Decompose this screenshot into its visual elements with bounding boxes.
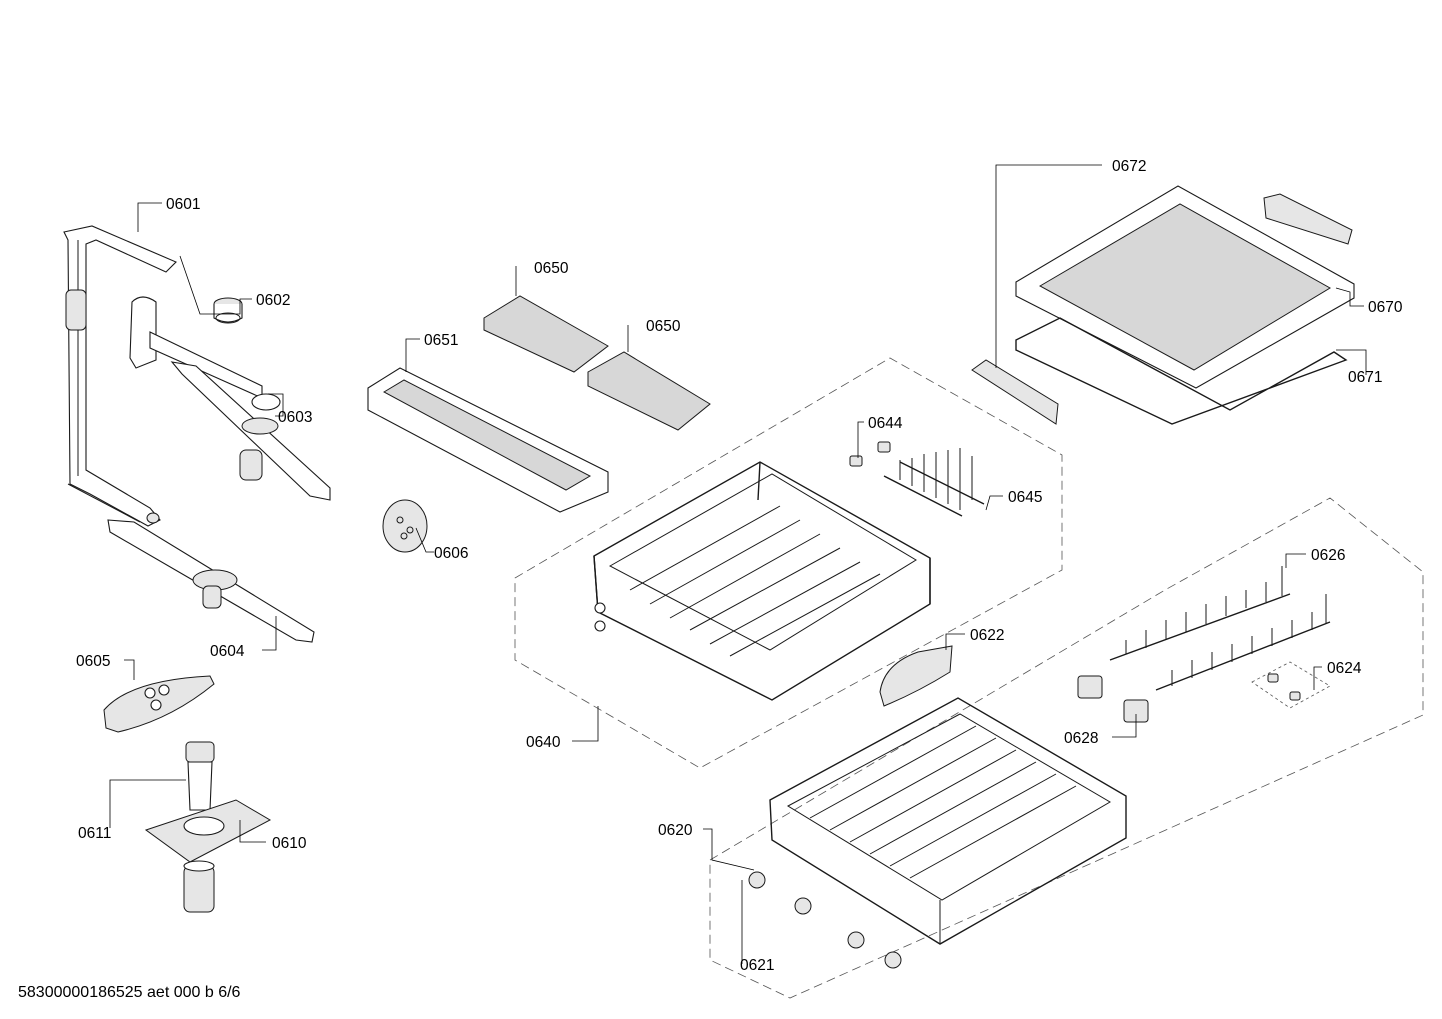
callout-0670: 0670 — [1368, 299, 1403, 316]
drawer-side-rails-part — [971, 193, 1353, 425]
lower-basket-group-outline — [709, 497, 1424, 999]
callout-0621: 0621 — [740, 957, 774, 974]
callout-0604: 0604 — [210, 643, 245, 660]
upper-spray-arm-part — [129, 296, 331, 501]
handle-part — [879, 645, 953, 707]
leader-lines — [109, 164, 1367, 964]
callout-0644: 0644 — [868, 415, 903, 432]
callout-labels: 0601 0602 0603 0604 0605 0606 0610 0611 … — [76, 158, 1403, 974]
spray-arm-nut-part — [213, 297, 243, 324]
upper-basket-group-outline — [514, 357, 1063, 769]
callout-0645: 0645 — [1008, 489, 1042, 506]
callout-0651: 0651 — [424, 332, 458, 349]
lower-spray-arm-part — [107, 519, 315, 643]
upper-basket-part — [593, 461, 931, 701]
callout-0622: 0622 — [970, 627, 1004, 644]
callout-0671: 0671 — [1348, 369, 1382, 386]
callout-0606: 0606 — [434, 545, 468, 562]
callout-0640: 0640 — [526, 734, 561, 751]
lower-basket-part — [769, 697, 1127, 945]
callout-0624: 0624 — [1327, 660, 1362, 677]
micro-filter-part — [103, 675, 215, 733]
plate-spikes-part — [1109, 566, 1331, 691]
callout-0650-b: 0650 — [646, 318, 681, 335]
callout-0602: 0602 — [256, 292, 290, 309]
callout-0601: 0601 — [166, 196, 200, 213]
drawing-number-footer: 58300000186525 aet 000 b 6/6 — [18, 984, 241, 1001]
callout-0672: 0672 — [1112, 158, 1146, 175]
callout-0620: 0620 — [658, 822, 693, 839]
clip-0644-part — [849, 441, 891, 467]
small-parts-0624 — [1251, 661, 1331, 709]
fold-down-spikes-part — [883, 448, 985, 517]
callout-0626: 0626 — [1311, 547, 1345, 564]
cover-disc-part — [382, 499, 428, 553]
callout-0610: 0610 — [272, 835, 307, 852]
filter-assembly-part — [144, 741, 272, 913]
callout-0628: 0628 — [1064, 730, 1098, 747]
callout-0611: 0611 — [78, 825, 111, 842]
callout-0603: 0603 — [278, 409, 312, 426]
cup-rack-part — [483, 295, 711, 431]
cutlery-tray-part — [367, 367, 609, 513]
basket-wheels-part — [748, 871, 902, 969]
supply-pipe-part — [63, 225, 177, 527]
cutlery-drawer-part — [1015, 185, 1355, 389]
callout-0650-a: 0650 — [534, 260, 569, 277]
callout-0605: 0605 — [76, 653, 110, 670]
clips-0628-part — [1077, 675, 1149, 723]
drawer-frame-part — [1015, 317, 1348, 425]
